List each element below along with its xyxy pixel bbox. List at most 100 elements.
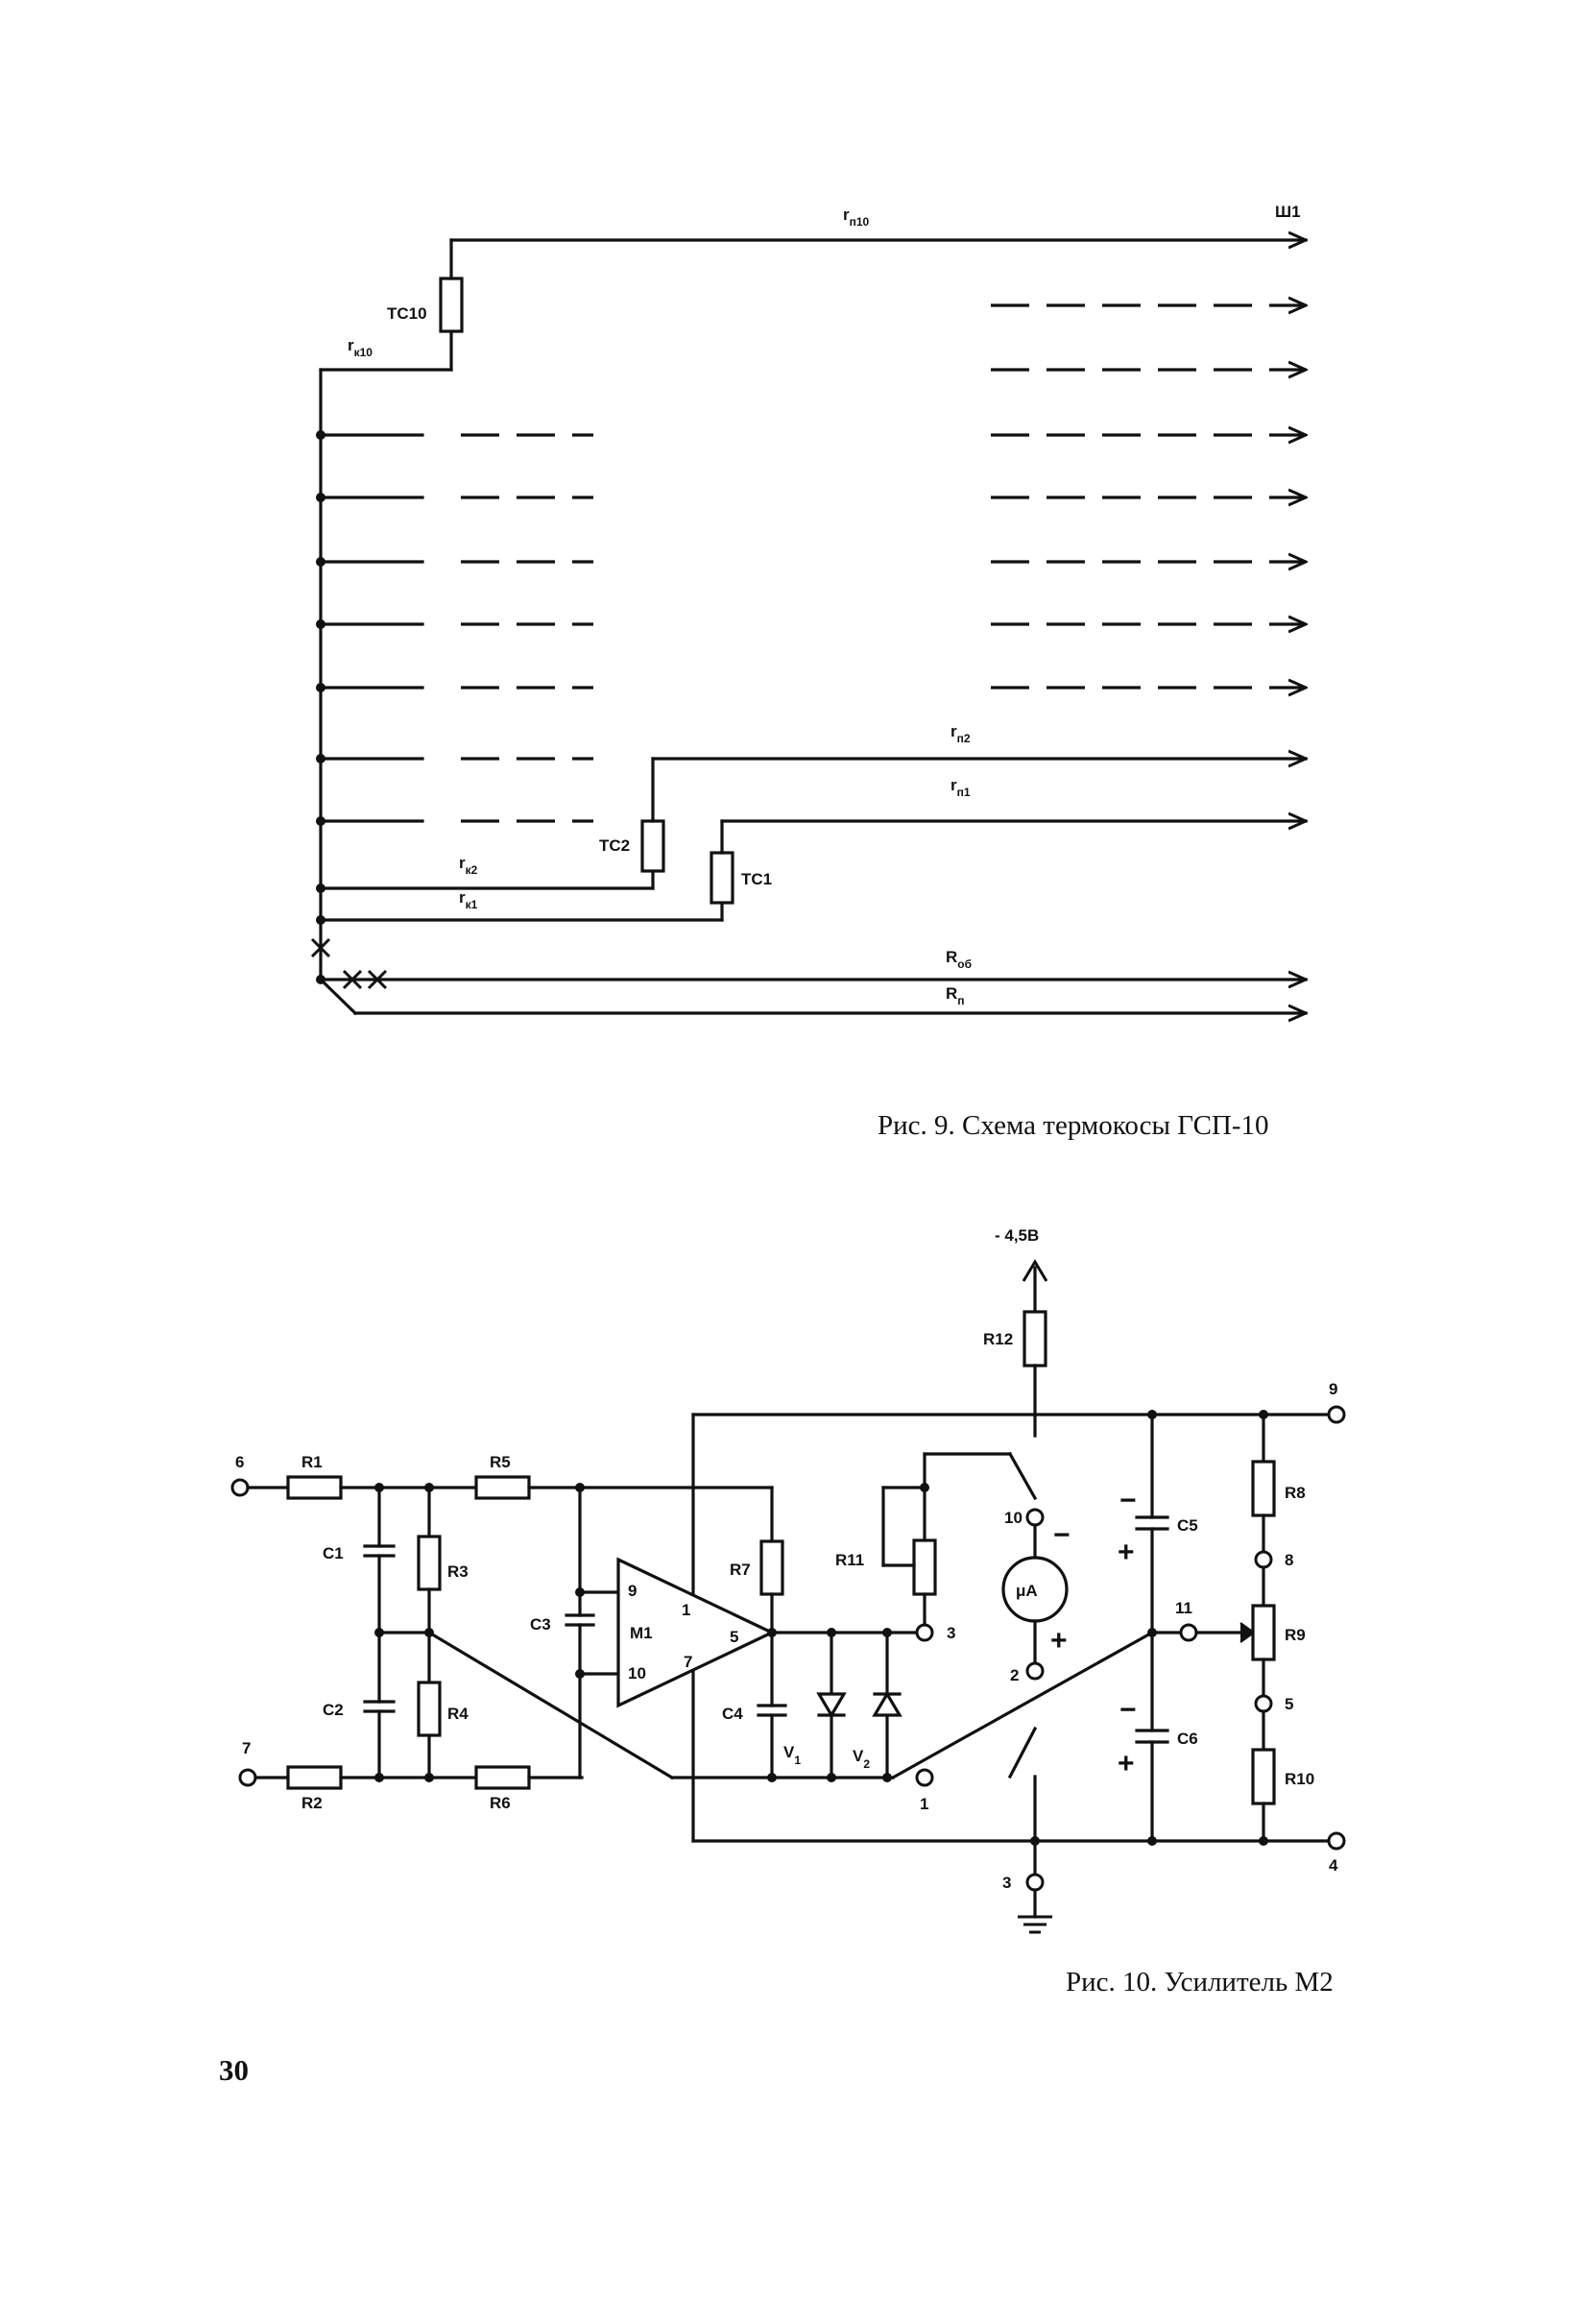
wire-rp-diag [318, 977, 358, 1016]
switch-contact-3 [915, 1623, 934, 1642]
terminal-5 [1254, 1694, 1273, 1713]
label-c3: C3 [530, 1615, 551, 1634]
label-r12: R12 [983, 1330, 1013, 1348]
label-c5: C5 [1177, 1516, 1198, 1535]
label-supply: - 4,5В [995, 1226, 1039, 1245]
bus-branch-stubs [319, 433, 593, 823]
label-rk1: rк1 [459, 888, 478, 911]
r10-resistor [1251, 1748, 1276, 1805]
label-n8: 8 [1285, 1551, 1293, 1569]
r9-resistor [1251, 1604, 1276, 1661]
r2-resistor [286, 1765, 343, 1790]
label-rp: Rп [946, 984, 965, 1007]
label-r10: R10 [1285, 1770, 1314, 1788]
label-n11: 11 [1175, 1599, 1192, 1617]
label-pin7: 7 [684, 1653, 692, 1671]
label-term6: 6 [235, 1453, 244, 1471]
label-r7: R7 [730, 1561, 751, 1579]
m1-opamp [616, 1557, 776, 1708]
v1-diode [816, 1692, 847, 1719]
label-rn1: rп1 [950, 776, 971, 799]
label-rk10: rк10 [348, 336, 373, 359]
junction-dots [316, 430, 325, 984]
r6-resistor [474, 1765, 531, 1790]
label-rn2: rп2 [950, 722, 971, 745]
label-r9: R9 [1285, 1626, 1306, 1644]
switch-contact-10 [1025, 1508, 1045, 1527]
label-m1: М1 [630, 1624, 653, 1642]
r11-resistor [912, 1538, 937, 1596]
label-r2: R2 [301, 1794, 323, 1812]
r1-resistor [286, 1475, 343, 1500]
terminal-9 [1327, 1405, 1346, 1424]
label-sw3: 3 [947, 1624, 955, 1642]
label-meter: μA [1016, 1582, 1038, 1600]
cross-marks [310, 937, 388, 990]
label-rk2: rк2 [459, 854, 478, 877]
switch-blade-bottom [1007, 1726, 1038, 1779]
label-r4: R4 [447, 1705, 469, 1723]
label-r11: R11 [835, 1551, 864, 1569]
label-rn10: rп10 [843, 206, 870, 229]
r5-resistor [474, 1475, 531, 1500]
label-r6: R6 [490, 1794, 511, 1812]
label-sw2: 2 [1010, 1666, 1019, 1684]
wire-diag-mid-to-v [426, 1630, 675, 1780]
r4-resistor [417, 1681, 442, 1737]
r12-resistor [1023, 1310, 1047, 1368]
r3-resistor [417, 1535, 442, 1591]
label-sh1: Ш1 [1275, 203, 1301, 221]
terminal-8 [1254, 1550, 1273, 1569]
label-tc10: ТС10 [387, 304, 427, 323]
v2-diode [872, 1690, 902, 1717]
label-pin1: 1 [682, 1601, 690, 1619]
label-tc2: ТС2 [599, 836, 630, 855]
label-n5: 5 [1285, 1695, 1293, 1713]
junction-dots-fig10 [374, 1410, 1268, 1846]
terminal-7 [238, 1768, 257, 1787]
label-c1: C1 [323, 1544, 344, 1562]
label-pin9: 9 [628, 1582, 637, 1600]
label-tc1: ТС1 [741, 870, 772, 888]
page-number: 30 [219, 2053, 249, 2087]
label-term7: 7 [242, 1739, 251, 1757]
label-v2: V2 [853, 1747, 870, 1771]
wire-node1-diag [890, 1630, 1155, 1780]
figure-9-caption: Рис. 9. Схема термокосы ГСП-10 [878, 1110, 1269, 1141]
label-sw10: 10 [1004, 1509, 1023, 1527]
ground-icon [1018, 1915, 1052, 1934]
label-v1: V1 [783, 1743, 801, 1767]
label-meter-plus: + [1050, 1625, 1068, 1657]
terminal-11 [1179, 1623, 1198, 1642]
label-term4: 4 [1329, 1856, 1338, 1875]
label-c6-plus: + [1118, 1748, 1135, 1779]
label-pin10: 10 [628, 1664, 646, 1682]
label-c5-plus: + [1118, 1537, 1135, 1568]
label-c2: C2 [323, 1701, 344, 1719]
figure-10-caption: Рис. 10. Усилитель М2 [1066, 1967, 1334, 1997]
terminal-4 [1327, 1831, 1346, 1851]
switch-contact-3-ground [1025, 1873, 1045, 1892]
switch-contact-1 [915, 1768, 934, 1787]
label-r3: R3 [447, 1562, 469, 1581]
label-c6-minus: − [1119, 1694, 1137, 1726]
terminal-6 [230, 1478, 250, 1497]
label-term3: 3 [1002, 1874, 1011, 1892]
label-c6: C6 [1177, 1730, 1198, 1748]
label-r5: R5 [490, 1453, 511, 1471]
label-term9: 9 [1329, 1380, 1337, 1398]
label-sw1: 1 [920, 1795, 928, 1813]
label-c5-minus: − [1119, 1485, 1137, 1516]
label-meter-minus: − [1053, 1519, 1071, 1551]
supply-arrow [1022, 1259, 1048, 1282]
label-c4: C4 [722, 1705, 743, 1723]
r7-resistor [759, 1539, 784, 1596]
switch-contact-2 [1025, 1661, 1045, 1681]
label-r1: R1 [301, 1453, 323, 1471]
r8-resistor [1251, 1460, 1276, 1517]
label-r8: R8 [1285, 1484, 1306, 1502]
label-pin5: 5 [730, 1628, 738, 1646]
figure-9-schematic: Ш1 rп10 ТС10 rк10 rп2 rп1 ТС2 ТС1 rк2 rк… [310, 203, 1588, 1152]
label-rob: Rоб [946, 948, 972, 971]
